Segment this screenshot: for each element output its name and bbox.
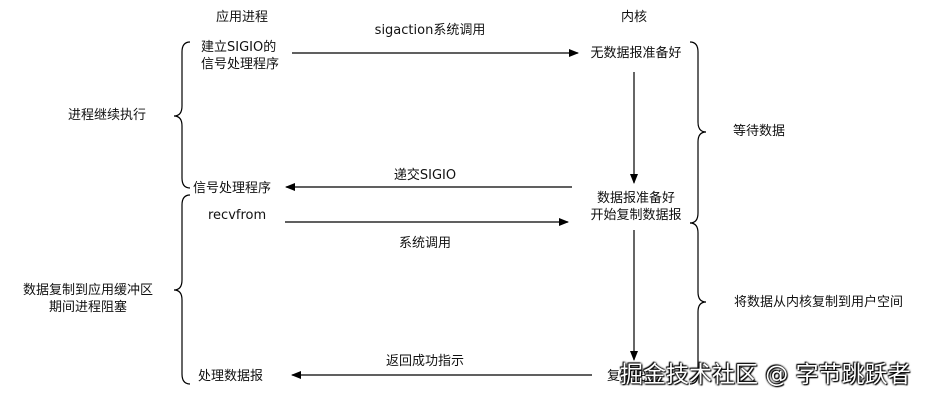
right-brace-copy bbox=[689, 222, 707, 385]
copy-complete-label: 复制完成 bbox=[607, 369, 660, 384]
return-success-label: 返回成功指示 bbox=[385, 354, 464, 369]
watermark: 掘金技术社区 @ 字节跳跃者 bbox=[620, 362, 911, 388]
kernel-header: 内核 bbox=[620, 10, 647, 25]
no-datagram-ready-label: 无数据报准备好 bbox=[590, 46, 682, 61]
register-handler-label-2: 信号处理程序 bbox=[201, 57, 280, 72]
blocked-label-2: 期间进程阻塞 bbox=[48, 300, 127, 315]
start-copy-label: 开始复制数据报 bbox=[590, 208, 682, 223]
datagram-ready-label: 数据报准备好 bbox=[596, 191, 675, 206]
blocked-label-1: 数据复制到应用缓冲区 bbox=[22, 283, 153, 298]
wait-data-label: 等待数据 bbox=[733, 124, 786, 139]
app-process-header: 应用进程 bbox=[215, 10, 268, 25]
sigaction-label: sigaction系统调用 bbox=[374, 23, 486, 38]
right-brace-wait bbox=[689, 41, 707, 224]
signal-handler-label: 信号处理程序 bbox=[193, 181, 272, 196]
process-continues-label: 进程继续执行 bbox=[68, 108, 147, 123]
recvfrom-label: recvfrom bbox=[208, 208, 267, 223]
syscall-label: 系统调用 bbox=[398, 236, 451, 251]
process-datagram-label: 处理数据报 bbox=[198, 369, 264, 384]
left-brace-blocked bbox=[173, 194, 191, 385]
copy-to-user-label: 将数据从内核复制到用户空间 bbox=[734, 295, 904, 310]
left-brace-continue bbox=[173, 41, 191, 189]
register-handler-label-1: 建立SIGIO的 bbox=[201, 40, 277, 55]
deliver-sigio-label: 递交SIGIO bbox=[393, 168, 457, 183]
